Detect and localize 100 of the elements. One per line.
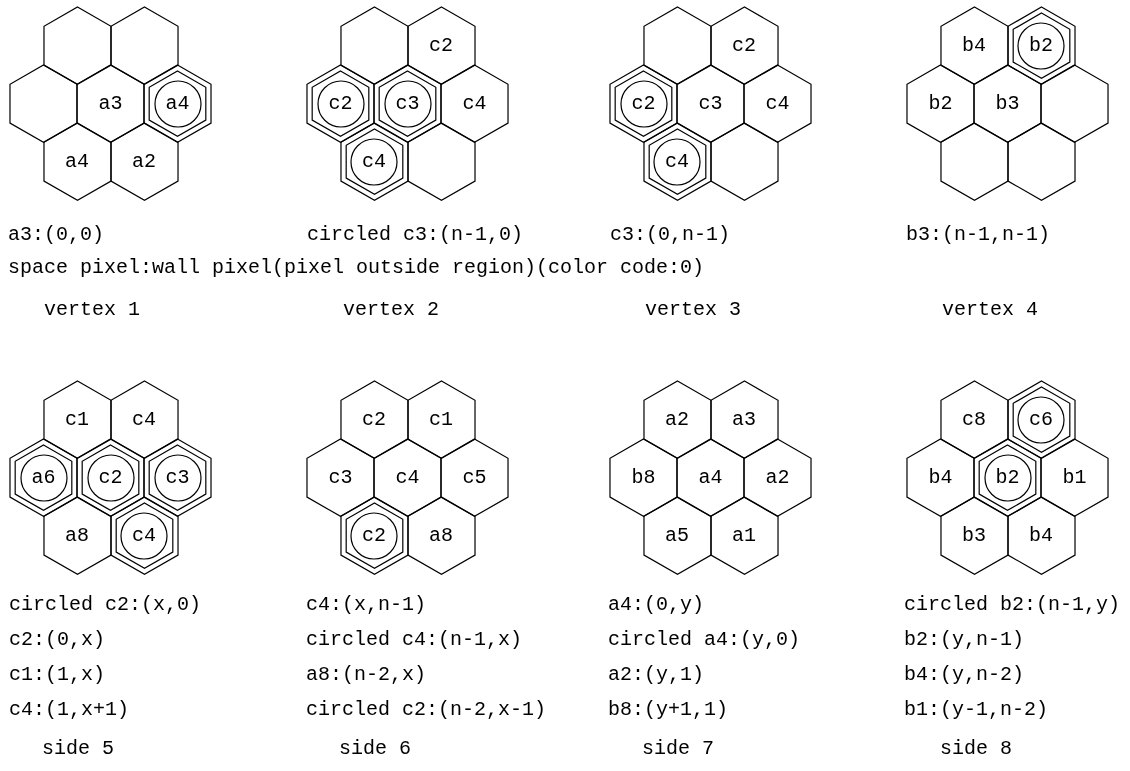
circle-mark [120, 511, 168, 560]
cell-label: a2 [664, 408, 690, 431]
hexagon-tile [43, 123, 111, 201]
hexagon-tile [110, 497, 178, 575]
hexagon-tile [974, 65, 1041, 143]
cell-label: b4 [1028, 524, 1054, 547]
hexagon-tile [643, 381, 711, 459]
cell-label: b4 [927, 466, 954, 489]
hexagon-tile [77, 65, 144, 143]
panel-caption: side 5 [42, 738, 114, 760]
coordinate-note: c2:(0,x) [9, 629, 105, 651]
cell-label: a1 [731, 524, 757, 547]
panel-caption: vertex 3 [645, 299, 741, 321]
cell-label: c4 [131, 408, 157, 431]
hexagon-tile [940, 381, 1008, 459]
circle-mark [983, 453, 1032, 502]
panel-caption: vertex 2 [343, 299, 439, 321]
hexagon-tile [110, 381, 178, 459]
hexagon-tile [710, 123, 778, 201]
hexagon-tile [43, 381, 111, 459]
hexagon-tile [307, 65, 374, 143]
cell-label: c4 [764, 92, 791, 115]
hexagon-tile [340, 123, 408, 201]
cell-label: c2 [630, 92, 657, 115]
cell-label: a2 [131, 150, 157, 173]
hexagon-tile [974, 439, 1041, 517]
hexagon-tile [610, 65, 677, 143]
coordinate-note: circled c2:(n-2,x-1) [306, 699, 547, 721]
cell-label: c3 [394, 92, 421, 115]
circle-mark [86, 453, 135, 502]
hexagon-tile [407, 123, 475, 201]
cell-label: c3 [327, 466, 354, 489]
cell-label: c2 [361, 408, 387, 431]
hexagon-tile [374, 439, 441, 517]
coordinate-note: circled a4:(y,0) [608, 629, 801, 651]
panel-caption: vertex 1 [44, 299, 140, 321]
cell-label: c3 [697, 92, 724, 115]
hexagon-tile [77, 439, 144, 517]
cell-label: a6 [30, 466, 57, 489]
coordinate-note: b4:(y,n-2) [904, 664, 1025, 686]
panel-caption: side 7 [642, 738, 714, 760]
cell-label: b3 [994, 92, 1021, 115]
circle-mark [316, 79, 365, 128]
panel-caption: vertex 4 [942, 299, 1038, 321]
hexagon-tile [1007, 123, 1075, 201]
cell-label: a2 [764, 466, 791, 489]
hexagon-tile [441, 439, 508, 517]
panel-caption: side 6 [339, 738, 411, 760]
hexagon-tile [643, 123, 711, 201]
hexagon-tile [10, 65, 77, 143]
circle-mark [153, 79, 202, 128]
cell-label: b2 [927, 92, 954, 115]
hexagon-tile [144, 65, 211, 143]
hexagon-tile [110, 123, 178, 201]
hexagon-tile [610, 439, 677, 517]
hexagon-tile [1007, 7, 1075, 85]
hexagon-tile [43, 7, 111, 85]
coordinate-note: c1:(1,x) [9, 664, 105, 686]
cell-label: c5 [461, 466, 488, 489]
coordinate-note: b3:(n-1,n-1) [906, 224, 1051, 246]
hexagon-tile [710, 497, 778, 575]
hexagon-tile [744, 439, 811, 517]
coordinate-note: b2:(y,n-1) [904, 629, 1025, 651]
cell-label: a3 [97, 92, 124, 115]
cell-label: c8 [961, 408, 987, 431]
cell-label: c4 [461, 92, 488, 115]
hexagon-tile [677, 439, 744, 517]
coordinate-note: c4:(1,x+1) [9, 699, 130, 721]
hexagon-tile [1007, 381, 1075, 459]
coordinate-note: a4:(0,y) [608, 594, 704, 616]
coordinate-note: a3:(0,0) [8, 224, 104, 246]
circle-mark [153, 453, 202, 502]
cell-label: c4 [131, 524, 157, 547]
hexagon-tile [1007, 497, 1075, 575]
hexagon-tile [643, 7, 711, 85]
hexagon-tile [940, 7, 1008, 85]
hexagon-tile [407, 381, 475, 459]
coordinate-note: circled c3:(n-1,0) [307, 224, 524, 246]
coordinate-note: circled b2:(n-1,y) [904, 594, 1121, 616]
hexagon-tile [441, 65, 508, 143]
hexagon-tile [643, 497, 711, 575]
hexagon-tile [407, 7, 475, 85]
circle-mark [19, 453, 68, 502]
coordinate-note: c4:(x,n-1) [306, 594, 427, 616]
circle-mark [350, 137, 398, 186]
coordinate-note: c3:(0,n-1) [610, 224, 731, 246]
hexagon-tile [1041, 439, 1108, 517]
cell-label: c2 [327, 92, 354, 115]
hexagon-tile [340, 497, 408, 575]
coordinate-note: b1:(y-1,n-2) [904, 699, 1049, 721]
coordinate-note: b8:(y+1,1) [608, 699, 729, 721]
coordinate-note: circled c2:(x,0) [9, 594, 202, 616]
cell-label: a8 [428, 524, 454, 547]
cell-label: c1 [64, 408, 90, 431]
cell-label: b2 [1028, 34, 1054, 57]
circle-mark [1017, 21, 1065, 70]
cell-label: a4 [64, 150, 90, 173]
hexagon-tile [43, 497, 111, 575]
hexagon-tile [1041, 65, 1108, 143]
cell-label: b8 [630, 466, 657, 489]
